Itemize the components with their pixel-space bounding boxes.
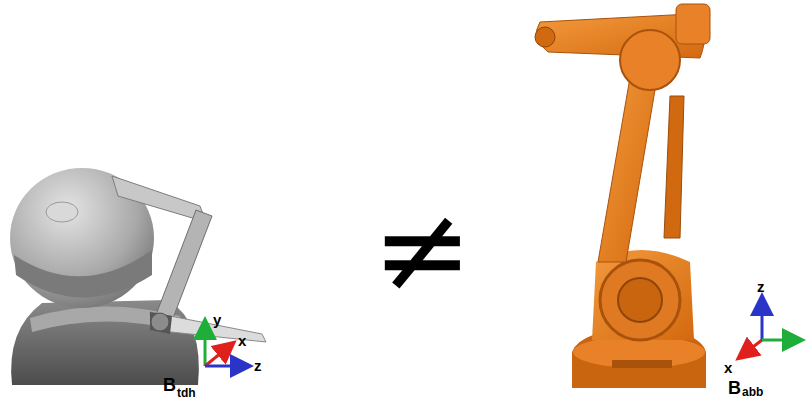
not-equal-sign: ≠ bbox=[372, 190, 473, 310]
industrial-robot bbox=[535, 4, 710, 388]
frame-name: B bbox=[163, 376, 176, 394]
axis-label: y bbox=[213, 312, 221, 327]
frame-subscript: abb bbox=[742, 386, 763, 398]
axis-triad bbox=[205, 322, 248, 366]
axis-label: x bbox=[724, 360, 732, 375]
frame-subscript: tdh bbox=[177, 387, 196, 399]
axis-triad bbox=[740, 298, 800, 357]
axis-label: x bbox=[238, 333, 246, 348]
axis-label: z bbox=[757, 279, 765, 294]
axis-label: z bbox=[254, 358, 262, 373]
frame-name: B bbox=[728, 379, 741, 397]
haptic-device bbox=[10, 168, 266, 385]
